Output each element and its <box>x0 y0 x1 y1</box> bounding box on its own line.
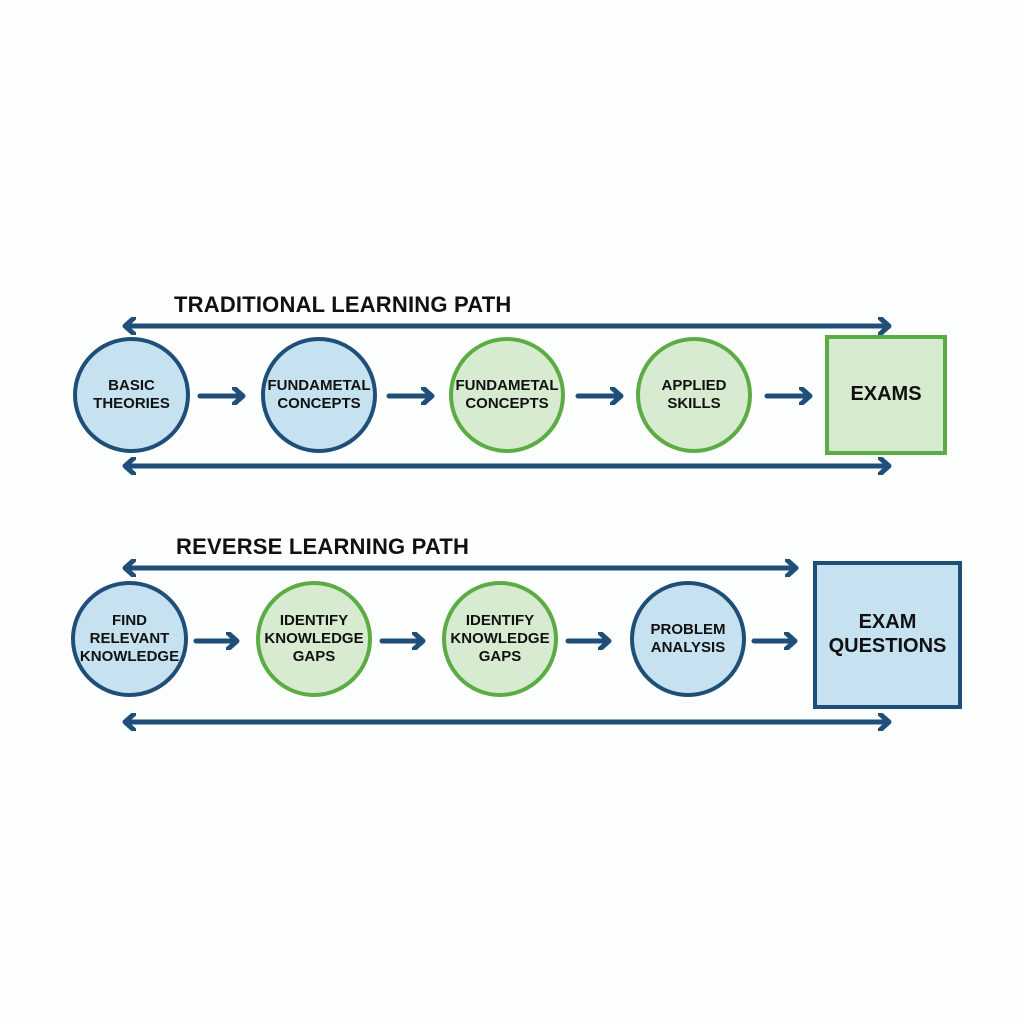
node-exam-questions: EXAM QUESTIONS <box>813 561 962 709</box>
node-problem-analysis: PROBLEM ANALYSIS <box>630 581 746 697</box>
node-identify-knowledge-gaps-2: IDENTIFY KNOWLEDGE GAPS <box>442 581 558 697</box>
node-exams: EXAMS <box>825 335 947 455</box>
node-applied-skills: APPLIED SKILLS <box>636 337 752 453</box>
traditional-path-title: TRADITIONAL LEARNING PATH <box>174 292 512 317</box>
node-find-relevant-knowledge: FIND RELEVANT KNOWLEDGE <box>71 581 188 697</box>
node-basic-theories: BASIC THEORIES <box>73 337 190 453</box>
node-fundamental-concepts-2: FUNDAMETAL CONCEPTS <box>449 337 565 453</box>
node-fundamental-concepts-1: FUNDAMETAL CONCEPTS <box>261 337 377 453</box>
reverse-path-title: REVERSE LEARNING PATH <box>176 534 470 559</box>
node-identify-knowledge-gaps-1: IDENTIFY KNOWLEDGE GAPS <box>256 581 372 697</box>
